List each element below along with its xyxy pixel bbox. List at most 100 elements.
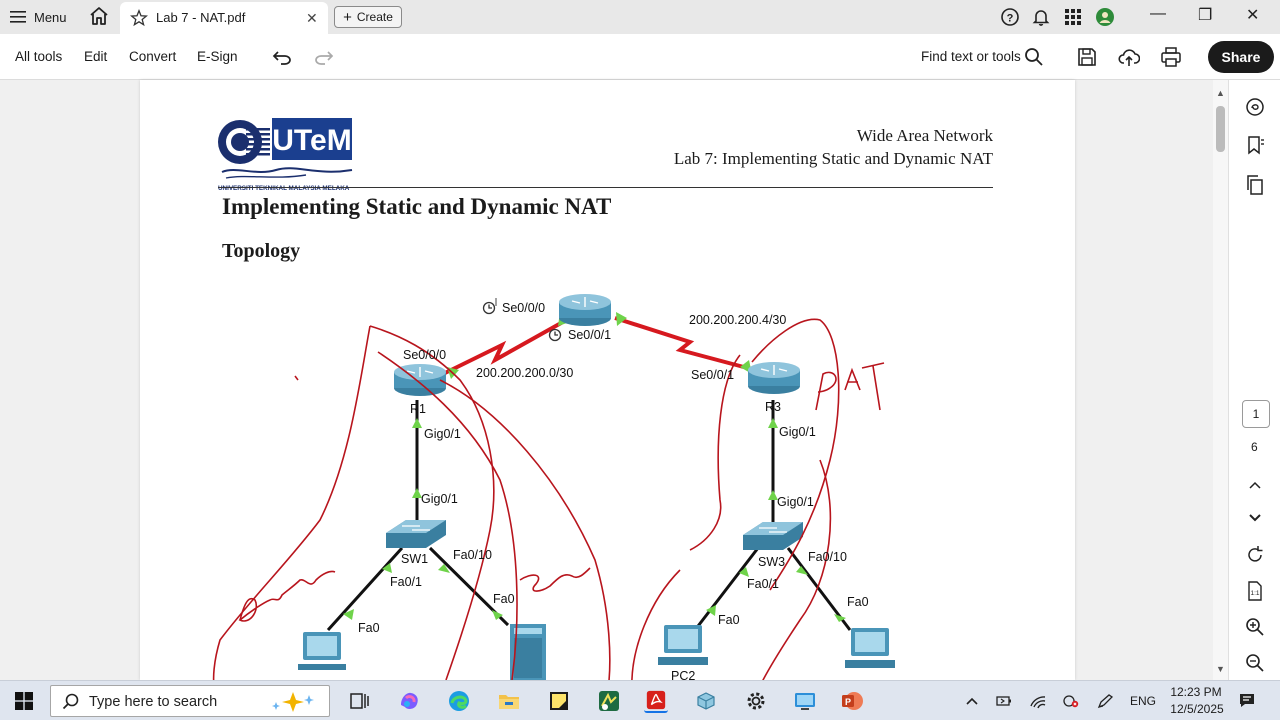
- serial-link-r1-isp: [444, 316, 571, 375]
- redo-icon[interactable]: [314, 47, 334, 67]
- adobe-acrobat-icon[interactable]: [644, 689, 668, 713]
- minimize-icon[interactable]: —: [1150, 5, 1166, 22]
- current-page-input[interactable]: 1: [1242, 400, 1270, 428]
- zoom-in-icon[interactable]: [1244, 616, 1266, 638]
- label-r1-se000: Se0/0/0: [403, 348, 447, 362]
- packet-tracer-icon[interactable]: [597, 689, 621, 713]
- all-tools-button[interactable]: All tools: [15, 49, 63, 64]
- settings-gear-icon[interactable]: [744, 689, 768, 713]
- label-sw1: SW1: [401, 552, 429, 566]
- pc-left: [298, 632, 346, 670]
- chevron-up-icon[interactable]: [963, 693, 981, 709]
- save-icon[interactable]: [1076, 46, 1098, 68]
- ai-assistant-icon[interactable]: [1244, 96, 1266, 118]
- label-r3-gig: Gig0/1: [779, 425, 816, 439]
- logo-caption: UNIVERSITI TEKNIKAL MALAYSIA MELAKA: [218, 185, 350, 192]
- find-text-or-tools[interactable]: Find text or tools: [921, 49, 1021, 64]
- esign-button[interactable]: E-Sign: [197, 49, 238, 64]
- windows-start-icon[interactable]: [14, 691, 34, 711]
- clock-date[interactable]: 12/5/2025: [1170, 702, 1224, 716]
- powerpoint-icon[interactable]: P: [840, 689, 864, 713]
- restore-icon[interactable]: ❐: [1198, 7, 1213, 24]
- network-status-icon[interactable]: [1062, 693, 1080, 709]
- battery-icon[interactable]: [995, 693, 1013, 709]
- create-button[interactable]: + Create: [334, 6, 402, 28]
- pen-icon[interactable]: [1096, 693, 1114, 709]
- notification-icon[interactable]: [1238, 692, 1256, 708]
- page-up-icon[interactable]: [1244, 474, 1266, 496]
- windows-taskbar: Type here to search P ENG 12:23 PM 12/5/…: [0, 680, 1280, 720]
- language-indicator[interactable]: ENG: [1130, 694, 1157, 708]
- menu-label: Menu: [34, 9, 67, 25]
- label-isp-se001: Se0/0/1: [568, 328, 612, 342]
- scroll-down-icon[interactable]: ▼: [1216, 664, 1225, 674]
- scroll-up-icon[interactable]: ▲: [1216, 88, 1225, 98]
- upload-cloud-icon[interactable]: [1118, 46, 1140, 68]
- convert-button[interactable]: Convert: [129, 49, 177, 64]
- bookmark-icon[interactable]: [1244, 134, 1266, 156]
- serial-link-isp-r3: [614, 316, 756, 372]
- main-toolbar: All tools Edit Convert E-Sign Find text …: [0, 34, 1280, 80]
- switch-sw1: [386, 520, 446, 548]
- server: [510, 624, 546, 680]
- avatar[interactable]: [1095, 7, 1115, 27]
- svg-text:?: ?: [1007, 13, 1014, 25]
- copilot-sparkle-icon: [272, 692, 314, 712]
- router-r3: [748, 362, 800, 394]
- tab-bar: Menu Lab 7 - NAT.pdf ✕ + Create ? — ❐ ✕: [0, 0, 1280, 34]
- remote-desktop-icon[interactable]: [793, 689, 817, 713]
- label-r1: R1: [410, 402, 426, 416]
- sticky-notes-icon[interactable]: [547, 689, 571, 713]
- page-down-icon[interactable]: [1244, 506, 1266, 528]
- label-sw1-gig: Gig0/1: [421, 492, 458, 506]
- logo-text: UTeM: [272, 124, 351, 157]
- header-course: Wide Area Network: [856, 126, 993, 145]
- search-placeholder: Type here to search: [89, 694, 218, 710]
- vertical-scrollbar[interactable]: ▲ ▼: [1213, 80, 1228, 680]
- scroll-thumb[interactable]: [1216, 106, 1225, 152]
- copy-pages-icon[interactable]: [1244, 174, 1266, 196]
- label-isp-se000: Se0/0/0: [502, 301, 546, 315]
- help-icon[interactable]: ?: [1000, 7, 1020, 27]
- utem-logo: UTeM UNIVERSITI TEKNIKAL MALAYSIA MELAKA: [218, 118, 353, 192]
- clock-time[interactable]: 12:23 PM: [1170, 685, 1222, 699]
- apps-grid-icon[interactable]: [1063, 7, 1083, 27]
- task-view-icon[interactable]: [348, 689, 372, 713]
- label-pc2-fa0: Fa0: [718, 613, 740, 627]
- search-icon[interactable]: [1023, 46, 1045, 68]
- document-title: Implementing Static and Dynamic NAT: [222, 194, 612, 219]
- home-icon[interactable]: [88, 5, 110, 27]
- label-pc2: PC2: [671, 669, 696, 680]
- print-icon[interactable]: [1160, 46, 1182, 68]
- router-r1: [394, 364, 446, 396]
- svg-text:1:1: 1:1: [1250, 590, 1259, 597]
- menu-button[interactable]: Menu: [10, 6, 67, 28]
- close-tab-icon[interactable]: ✕: [306, 10, 318, 26]
- wifi-icon[interactable]: [1029, 693, 1047, 709]
- edge-browser-icon[interactable]: [447, 689, 471, 713]
- label-server-fa0: Fa0: [493, 592, 515, 606]
- hamburger-icon: [10, 11, 26, 23]
- taskbar-search[interactable]: Type here to search: [50, 685, 330, 717]
- undo-icon[interactable]: [272, 47, 292, 67]
- search-icon: [62, 693, 79, 710]
- virtualbox-icon[interactable]: [694, 689, 718, 713]
- rotate-icon[interactable]: [1244, 544, 1266, 566]
- link-sw1-pc: [326, 546, 404, 632]
- copilot-app-icon[interactable]: [397, 689, 421, 713]
- actual-size-icon[interactable]: 1:1: [1244, 580, 1266, 602]
- share-button[interactable]: Share: [1208, 41, 1274, 73]
- svg-text:P: P: [845, 697, 851, 707]
- zoom-out-icon[interactable]: [1244, 652, 1266, 674]
- star-icon[interactable]: [130, 9, 148, 27]
- handwritten-annotations: [212, 318, 885, 680]
- edit-button[interactable]: Edit: [84, 49, 108, 64]
- link-sw3-pc2: [693, 547, 760, 631]
- document-viewport[interactable]: UTeM UNIVERSITI TEKNIKAL MALAYSIA MELAKA…: [0, 80, 1228, 680]
- tab-document[interactable]: Lab 7 - NAT.pdf ✕: [120, 2, 328, 34]
- label-r1-gig: Gig0/1: [424, 427, 461, 441]
- file-explorer-icon[interactable]: [497, 689, 521, 713]
- bell-icon[interactable]: [1031, 7, 1051, 27]
- label-sw3-fa010: Fa0/10: [808, 550, 847, 564]
- close-window-icon[interactable]: ✕: [1246, 7, 1260, 24]
